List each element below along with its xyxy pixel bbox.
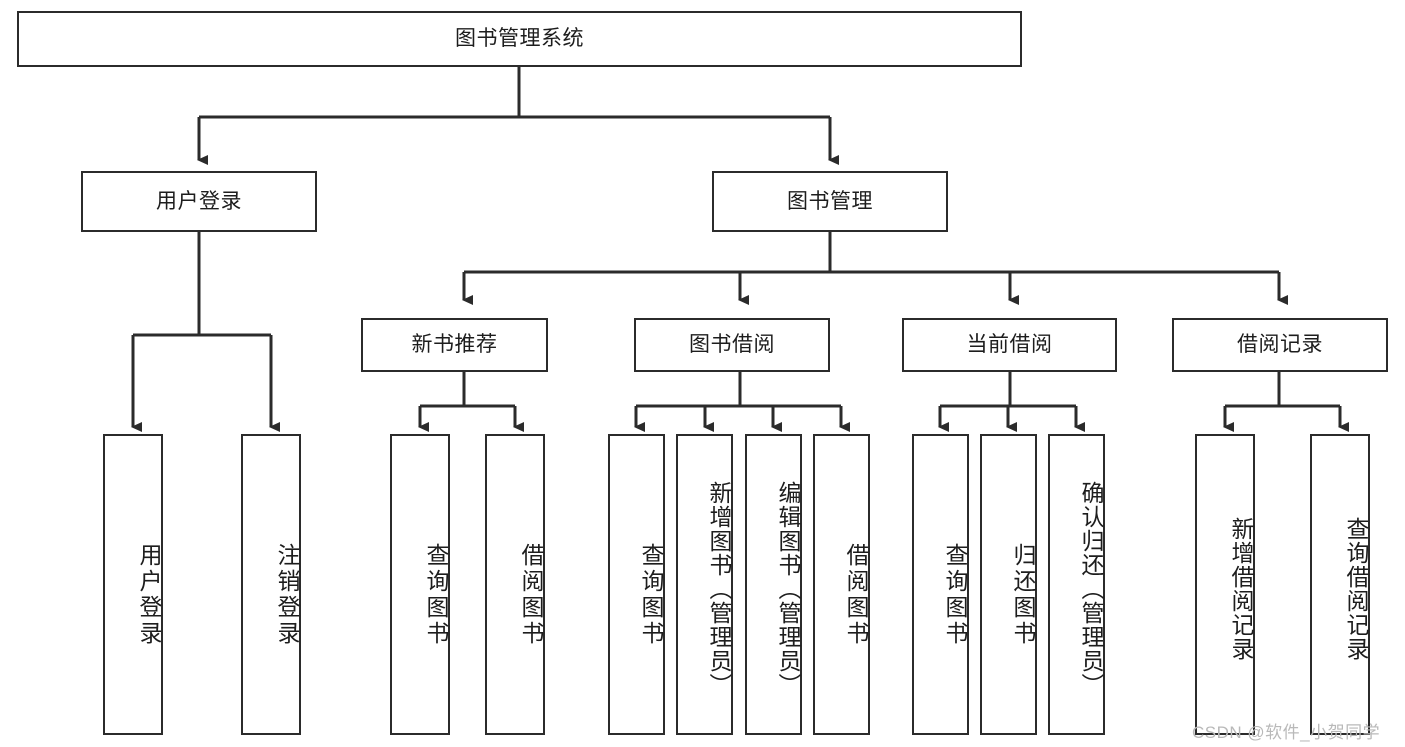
node-leaf-edit-book-label: 编辑图书（管理员） [775, 480, 801, 697]
node-book-manage[interactable]: 图书管理 [712, 171, 948, 232]
node-leaf-query-book-2-label: 查询图书 [638, 542, 664, 647]
node-leaf-edit-book[interactable]: 编辑图书（管理员） [745, 434, 802, 735]
node-leaf-logout-label: 注销登录 [274, 542, 300, 647]
node-leaf-return-book-label: 归还图书 [1010, 542, 1036, 647]
node-leaf-add-record[interactable]: 新增借阅记录 [1195, 434, 1255, 735]
node-current-borrow[interactable]: 当前借阅 [902, 318, 1117, 372]
node-root[interactable]: 图书管理系统 [17, 11, 1022, 67]
node-leaf-add-record-label: 新增借阅记录 [1228, 516, 1254, 661]
node-leaf-borrow-book-1-label: 借阅图书 [518, 542, 544, 647]
node-leaf-query-record[interactable]: 查询借阅记录 [1310, 434, 1370, 735]
node-user-login-label: 用户登录 [156, 189, 242, 213]
node-leaf-add-book[interactable]: 新增图书（管理员） [676, 434, 733, 735]
node-leaf-query-book-3[interactable]: 查询图书 [912, 434, 969, 735]
node-leaf-confirm-return-label: 确认归还（管理员） [1078, 480, 1104, 697]
node-leaf-query-book-1[interactable]: 查询图书 [390, 434, 450, 735]
node-leaf-borrow-book-2-label: 借阅图书 [843, 542, 869, 647]
node-leaf-user-login[interactable]: 用户登录 [103, 434, 163, 735]
node-leaf-return-book[interactable]: 归还图书 [980, 434, 1037, 735]
node-book-borrow[interactable]: 图书借阅 [634, 318, 830, 372]
node-leaf-logout[interactable]: 注销登录 [241, 434, 301, 735]
node-leaf-query-book-1-label: 查询图书 [423, 542, 449, 647]
node-borrow-record[interactable]: 借阅记录 [1172, 318, 1388, 372]
node-leaf-borrow-book-2[interactable]: 借阅图书 [813, 434, 870, 735]
node-leaf-user-login-label: 用户登录 [136, 542, 162, 647]
node-borrow-record-label: 借阅记录 [1237, 333, 1323, 357]
node-book-manage-label: 图书管理 [787, 189, 873, 213]
node-leaf-borrow-book-1[interactable]: 借阅图书 [485, 434, 545, 735]
node-leaf-query-record-label: 查询借阅记录 [1343, 516, 1369, 661]
node-new-book-rec[interactable]: 新书推荐 [361, 318, 548, 372]
node-leaf-query-book-2[interactable]: 查询图书 [608, 434, 665, 735]
node-user-login[interactable]: 用户登录 [81, 171, 317, 232]
node-book-borrow-label: 图书借阅 [689, 333, 775, 357]
node-new-book-rec-label: 新书推荐 [411, 333, 498, 357]
csdn-watermark: CSDN @软件_小贺同学 [1192, 723, 1381, 742]
node-current-borrow-label: 当前借阅 [966, 333, 1053, 357]
node-leaf-query-book-3-label: 查询图书 [942, 542, 968, 647]
node-leaf-confirm-return[interactable]: 确认归还（管理员） [1048, 434, 1105, 735]
node-root-label: 图书管理系统 [455, 27, 584, 51]
node-leaf-add-book-label: 新增图书（管理员） [706, 480, 732, 697]
